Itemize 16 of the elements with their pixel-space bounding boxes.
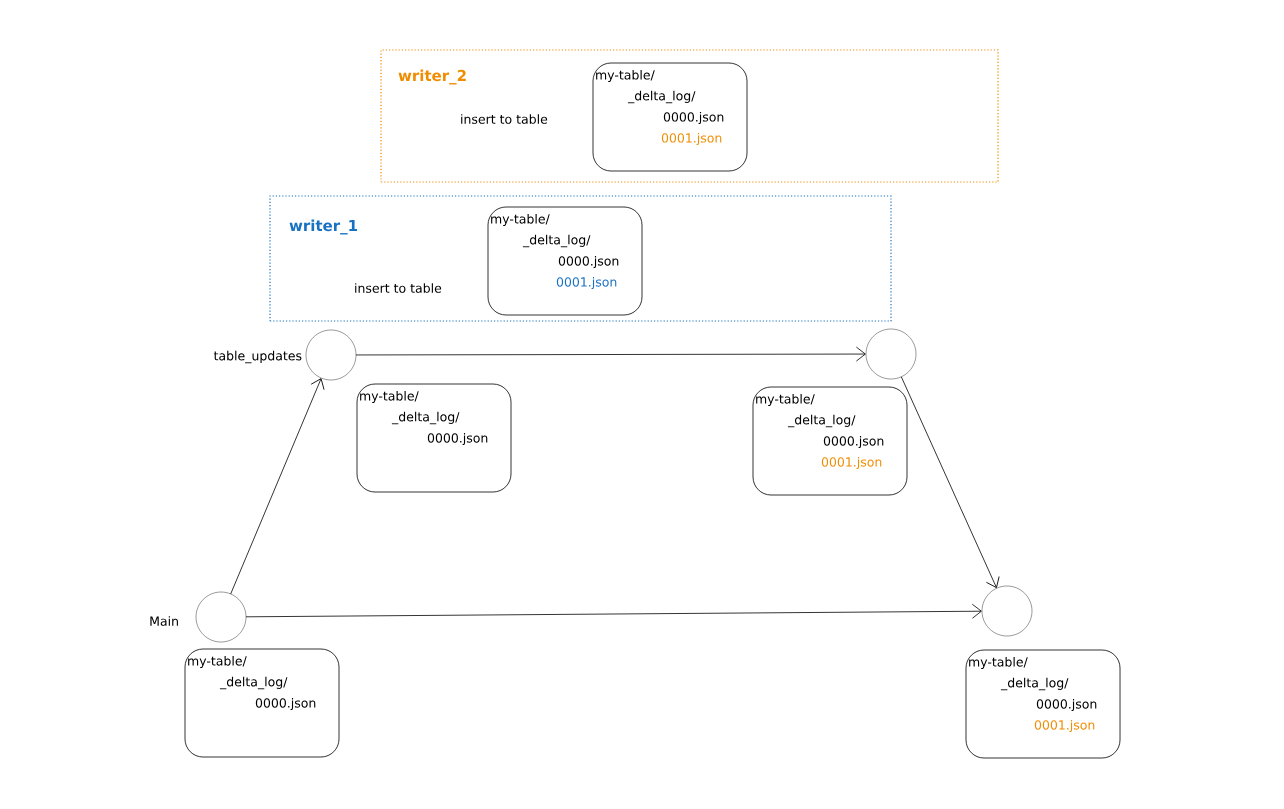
arrow (900, 376, 1000, 589)
arrow (245, 603, 982, 619)
file-box: my-table/ _delta_log/ 0000.json 0001.json (965, 649, 1121, 759)
circle-node (195, 591, 247, 643)
circle-node (865, 328, 917, 380)
circle-node (305, 329, 357, 381)
arrow (355, 346, 866, 362)
node-label: table_updates (213, 350, 302, 364)
circle-node (981, 585, 1033, 637)
arrow (230, 378, 325, 595)
file-box: my-table/ _delta_log/ 0000.json (184, 648, 340, 758)
file-box: my-table/ _delta_log/ 0000.json 0001.json (592, 62, 748, 172)
file-box: my-table/ _delta_log/ 0000.json (356, 383, 512, 493)
file-box: my-table/ _delta_log/ 0000.json 0001.json (752, 386, 908, 496)
file-box: my-table/ _delta_log/ 0000.json 0001.json (487, 206, 643, 316)
node-label: Main (150, 616, 178, 626)
